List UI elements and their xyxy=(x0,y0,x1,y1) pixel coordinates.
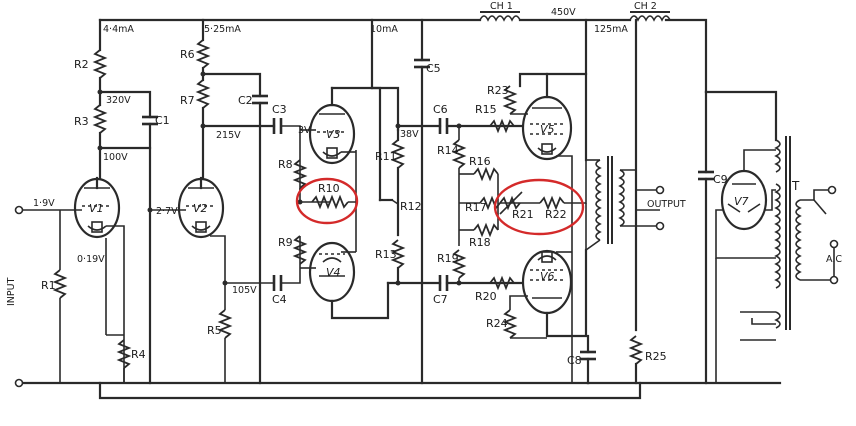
r19-label: R19 xyxy=(437,252,459,265)
filter-c8-r25 xyxy=(580,18,644,385)
r25-label: R25 xyxy=(645,350,667,363)
r1-label: R1 xyxy=(41,279,56,292)
highlight-r21-r22 xyxy=(493,178,585,236)
v4-label: V4 xyxy=(326,266,341,279)
c2-label: C2 xyxy=(238,94,253,107)
capacitor-c5 xyxy=(414,18,430,385)
r12-label: R12 xyxy=(400,200,422,213)
stage-v1 xyxy=(14,18,158,388)
v1-cathode-voltage: 0·19V xyxy=(77,254,105,265)
c3-label: C3 xyxy=(272,103,287,116)
driver-stage xyxy=(292,18,390,320)
hv-voltage: 450V xyxy=(551,7,576,18)
v2-grid-voltage: 2·7V xyxy=(156,206,178,217)
v1-label: V1 xyxy=(89,202,104,215)
r20-label: R20 xyxy=(475,290,497,303)
current-output: 125mA xyxy=(594,24,628,35)
c7-label: C7 xyxy=(433,293,448,306)
v6-label: V6 xyxy=(540,270,555,283)
r24-label: R24 xyxy=(486,317,508,330)
v5-label: V5 xyxy=(540,123,555,136)
r21-label: R21 xyxy=(512,208,534,221)
coupling-c3-c4 xyxy=(272,118,301,291)
c9-label: C9 xyxy=(713,173,728,186)
r4-label: R4 xyxy=(131,348,146,361)
balance-network xyxy=(370,86,442,286)
r6-label: R6 xyxy=(180,48,195,61)
r23-label: R23 xyxy=(487,84,509,97)
v320-label: 320V xyxy=(106,95,131,106)
c1-label: C1 xyxy=(155,114,170,127)
r3-label: R3 xyxy=(74,115,89,128)
v2-label: V2 xyxy=(193,202,208,215)
output-label: OUTPUT xyxy=(647,199,686,210)
v3-label-volt: 3V xyxy=(298,125,311,136)
transformer-label: T xyxy=(791,179,800,193)
highlight-r10 xyxy=(295,177,359,225)
r22-label: R22 xyxy=(545,208,567,221)
r14-label: R14 xyxy=(437,144,459,157)
r7-label: R7 xyxy=(180,94,195,107)
stage-v2 xyxy=(147,18,276,385)
r9-label: R9 xyxy=(278,236,293,249)
current-v3v4: 10mA xyxy=(370,24,398,35)
input-label: INPUT xyxy=(6,277,17,306)
output-stage xyxy=(502,72,588,383)
top-hv-rail xyxy=(98,18,778,142)
v100-label: 100V xyxy=(103,152,128,163)
r13-label: R13 xyxy=(375,248,397,261)
r16-label: R16 xyxy=(469,155,491,168)
v105-label: 105V xyxy=(232,285,257,296)
r8-label: R8 xyxy=(278,158,293,171)
ch2-label: CH 2 xyxy=(634,1,657,12)
power-supply xyxy=(698,90,839,385)
v38-label: 38V xyxy=(400,129,419,140)
v3-label: V3 xyxy=(326,128,341,141)
current-v2: 5·25mA xyxy=(204,24,241,35)
ground-rail xyxy=(16,381,782,400)
c4-label: C4 xyxy=(272,293,287,306)
choke-ch2: CH 2 xyxy=(629,1,671,22)
ac-label: A.C xyxy=(826,254,842,265)
v7-label: V7 xyxy=(734,195,749,208)
r11-label: R11 xyxy=(375,150,397,163)
bias-network xyxy=(451,118,587,291)
ch1-label: CH 1 xyxy=(490,1,513,12)
r10-label: R10 xyxy=(318,182,340,195)
r15-label: R15 xyxy=(475,103,497,116)
r5-label: R5 xyxy=(207,324,222,337)
r2-label: R2 xyxy=(74,58,89,71)
choke-ch1: CH 1 xyxy=(479,1,521,22)
v215-label: 215V xyxy=(216,130,241,141)
output-transformer xyxy=(584,18,665,251)
r17-label: R17 xyxy=(465,201,487,214)
c6-label: C6 xyxy=(433,103,448,116)
current-v1: 4·4mA xyxy=(103,24,134,35)
input-grid-voltage: 1·9V xyxy=(33,198,55,209)
r18-label: R18 xyxy=(469,236,491,249)
c5-label: C5 xyxy=(426,62,441,75)
c8-label: C8 xyxy=(567,354,582,367)
